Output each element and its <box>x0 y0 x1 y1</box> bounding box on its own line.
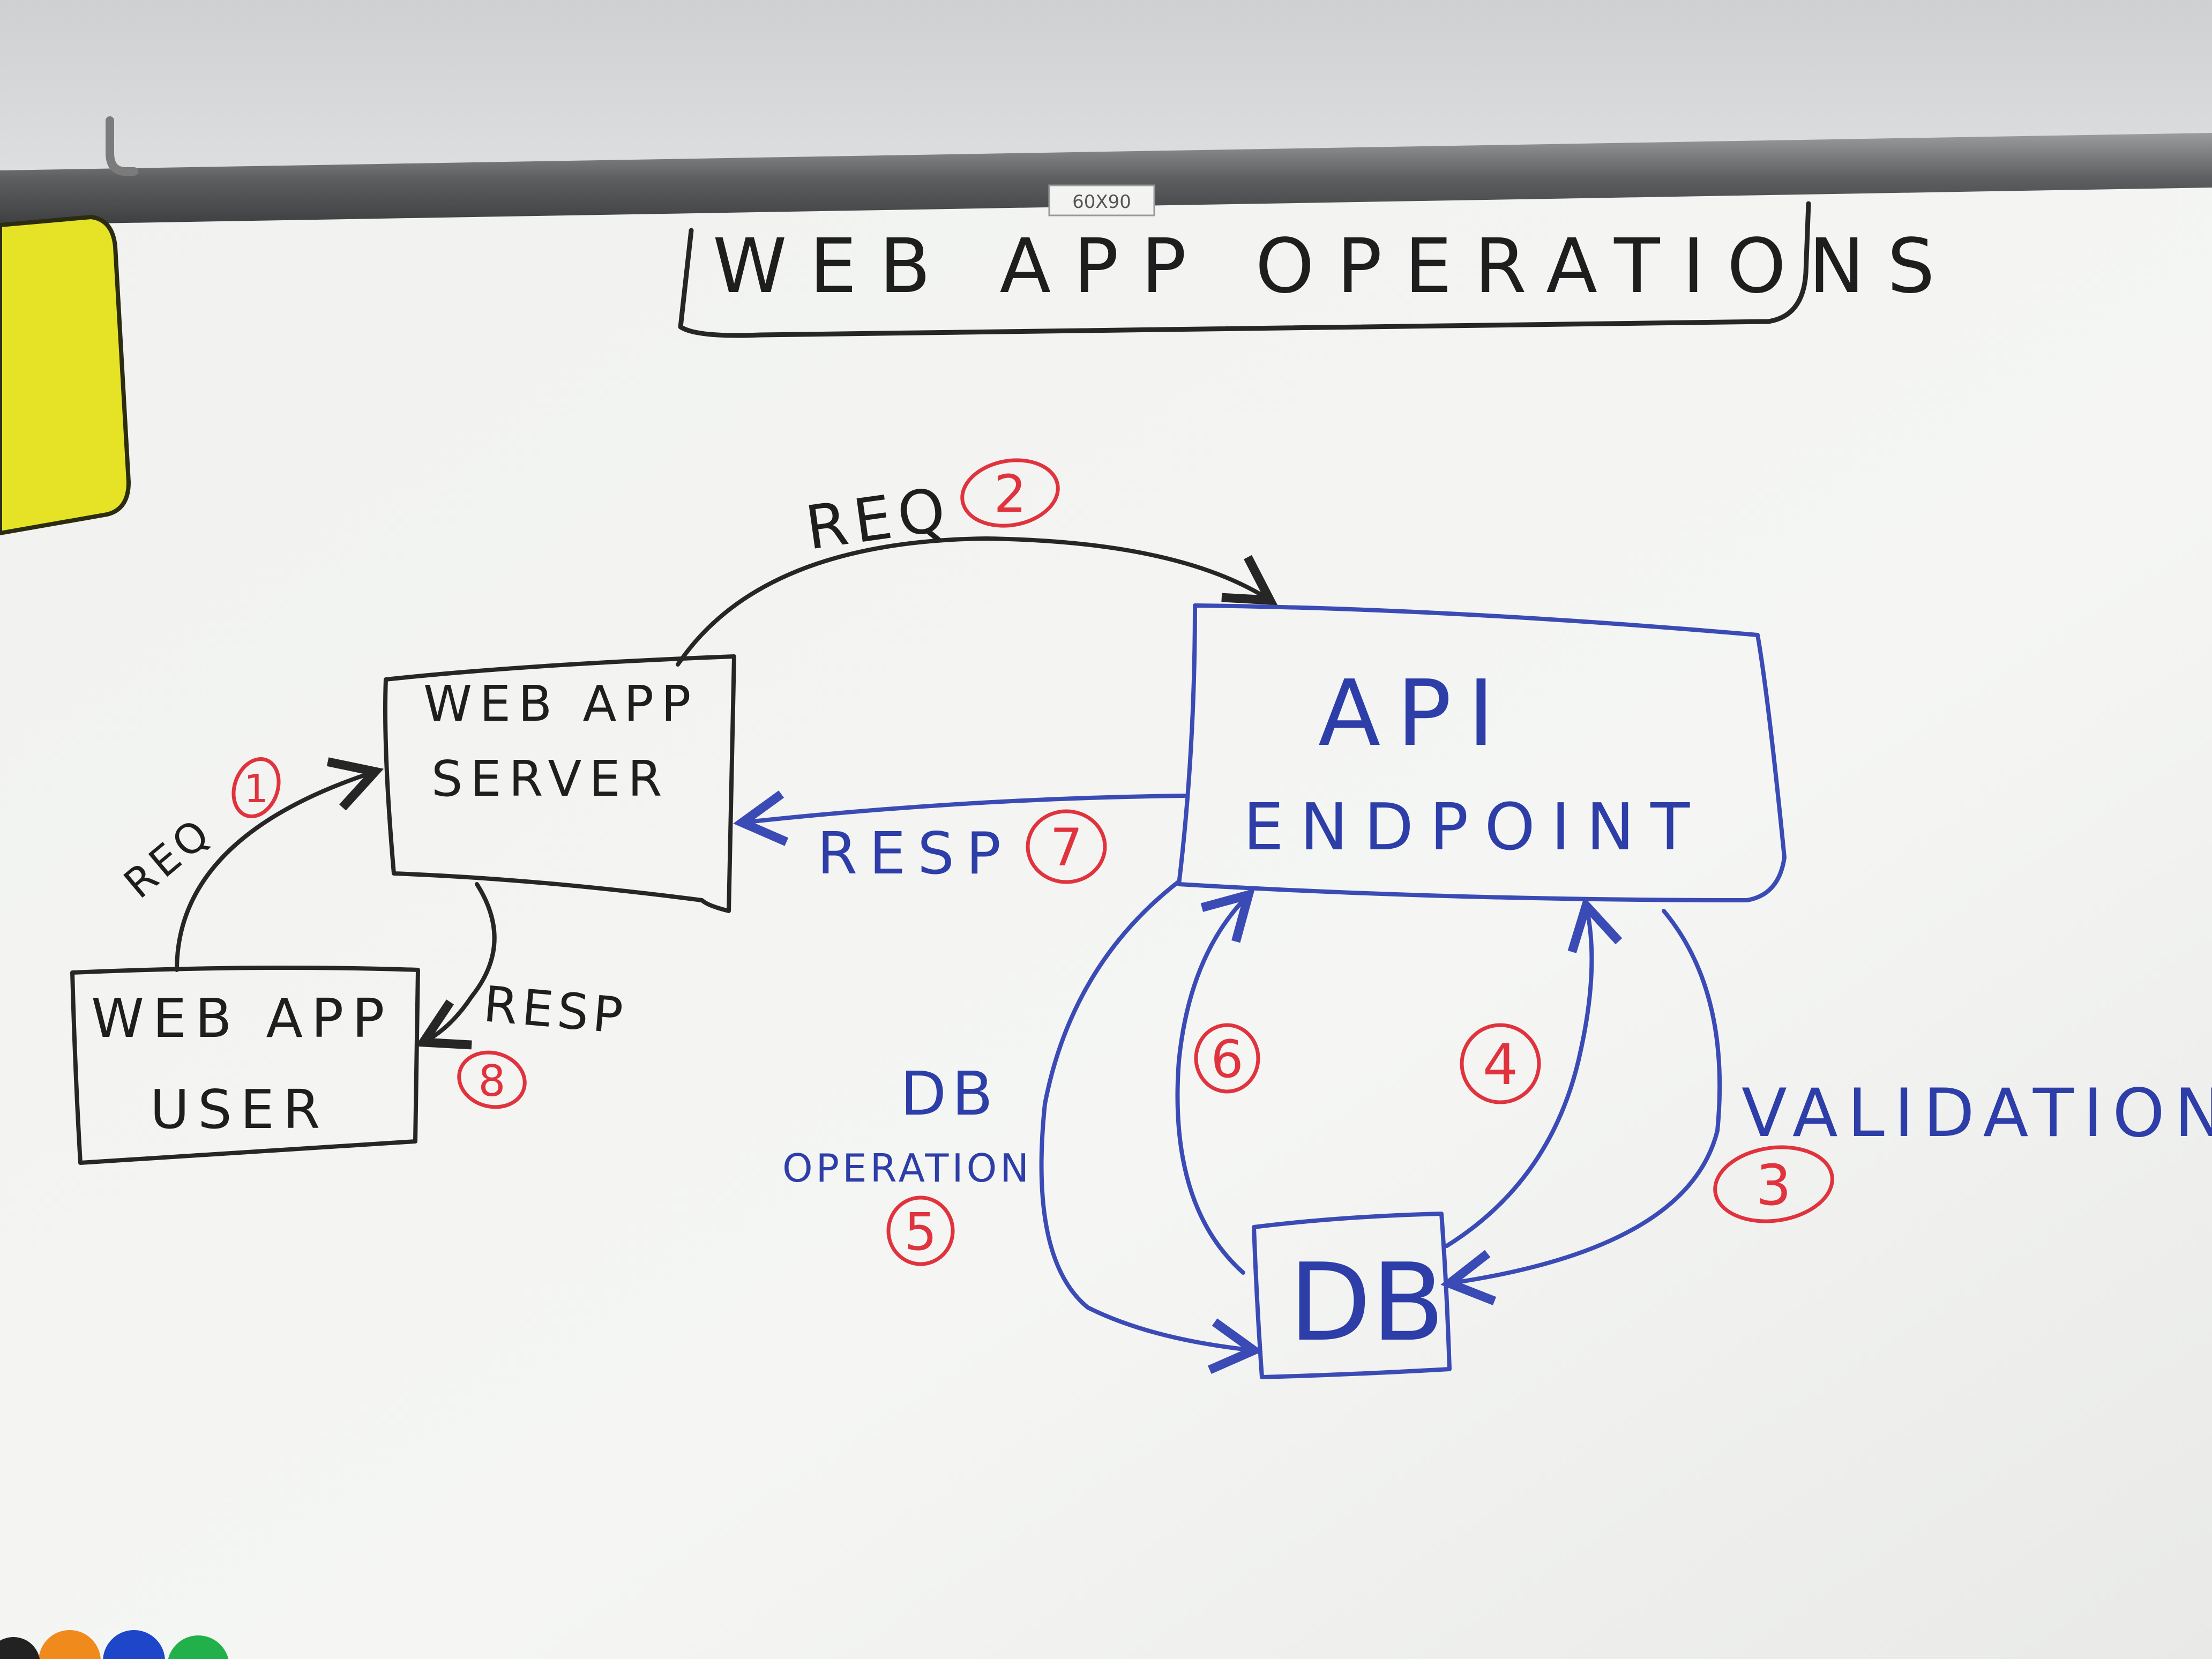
edge-3-arrow <box>1440 909 1722 1305</box>
web-app-server-line2: SERVER <box>431 750 669 808</box>
edge-1-step-number: 1 <box>244 766 268 811</box>
magnet-blue <box>103 1630 165 1659</box>
edge-5-label-line1: DB <box>900 1059 998 1129</box>
sticky-note <box>0 214 131 536</box>
edge-8-arrow <box>415 882 497 1050</box>
edge-5-label: DB OPERATION <box>782 1059 1032 1191</box>
web-app-user-line1: WEB APP <box>91 987 393 1050</box>
web-app-server-line1: WEB APP <box>423 675 698 733</box>
title: WEB APP OPERATIONS <box>713 223 1957 310</box>
edge-3-step: 3 <box>1713 1145 1834 1223</box>
title-frame <box>678 201 1811 338</box>
edge-2-step: 2 <box>960 458 1060 528</box>
magnet-dark <box>0 1637 40 1659</box>
web-app-server-label: WEB APP SERVER <box>423 675 722 808</box>
edge-3-label: VALIDATION <box>1742 1075 2212 1152</box>
web-app-user-box <box>70 966 420 1165</box>
web-app-user-line2: USER <box>150 1078 328 1141</box>
web-app-server-box <box>383 654 736 913</box>
edge-8-step: 8 <box>457 1050 527 1109</box>
edge-7-label: RESP <box>817 820 1013 887</box>
rail-tag-label: 60X90 <box>1072 191 1131 213</box>
edge-6-step: 6 <box>1194 1023 1260 1094</box>
hook-icon <box>106 116 138 176</box>
edge-2-arrow <box>676 536 1278 667</box>
api-endpoint-label: API ENDPOINT <box>1243 661 1706 865</box>
api-endpoint-line1: API <box>1318 661 1511 767</box>
board-rail <box>0 133 2212 225</box>
edge-8-step-number: 8 <box>479 1056 506 1106</box>
edge-3-step-number: 3 <box>1756 1153 1791 1218</box>
edge-5-step: 5 <box>886 1195 955 1266</box>
edge-1-arrow <box>175 757 384 972</box>
edge-5-label-line2: OPERATION <box>782 1146 1032 1191</box>
magnet-orange <box>39 1630 101 1659</box>
web-app-user-label: WEB APP USER <box>91 987 419 1141</box>
edge-5-arrow <box>1039 879 1263 1374</box>
edge-7-step: 7 <box>1026 809 1107 884</box>
edge-6-step-number: 6 <box>1210 1029 1243 1089</box>
edge-5-step-number: 5 <box>904 1202 937 1262</box>
edge-7-step-number: 7 <box>1050 818 1082 878</box>
board-surface <box>0 182 2212 1659</box>
rail-tag <box>1048 184 1155 216</box>
edge-4-step-number: 4 <box>1483 1032 1518 1097</box>
db-label: DB <box>1289 1240 1445 1365</box>
magnet-green <box>168 1635 229 1659</box>
edge-7-arrow <box>733 790 1186 846</box>
edge-2-step-number: 2 <box>993 464 1026 524</box>
api-endpoint-box <box>1177 603 1787 902</box>
edge-4-arrow <box>1445 896 1623 1248</box>
edge-8-label: RESP <box>481 975 629 1045</box>
edge-6-arrow <box>1175 888 1255 1275</box>
edge-4-step: 4 <box>1460 1023 1541 1104</box>
api-endpoint-line2: ENDPOINT <box>1243 790 1706 865</box>
edge-1-step: 1 <box>231 757 281 818</box>
